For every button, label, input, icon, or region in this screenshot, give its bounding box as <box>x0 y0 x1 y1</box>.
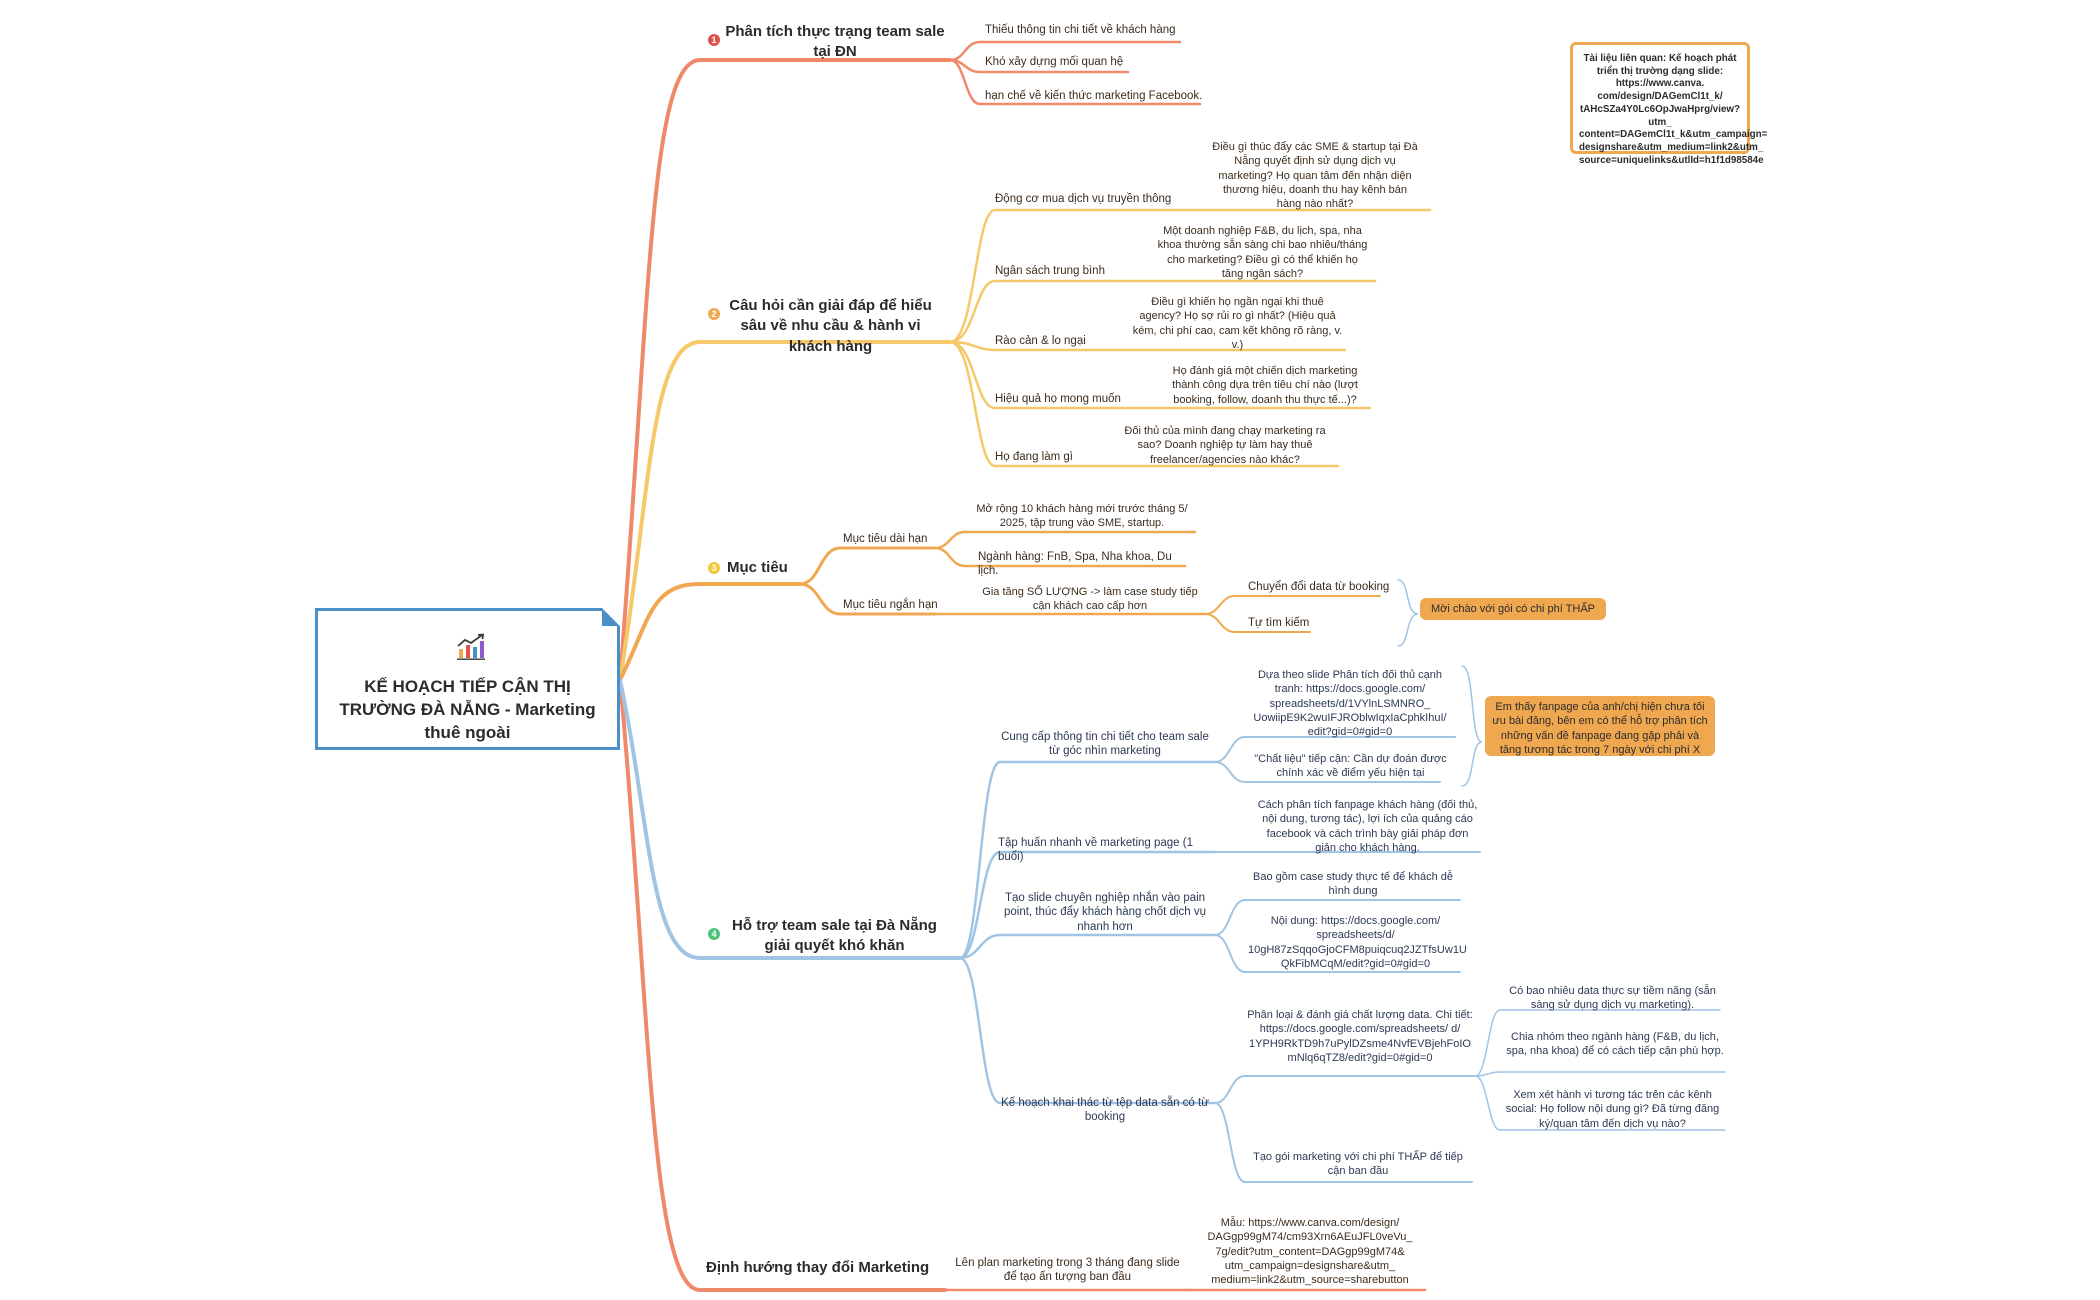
branch4-subitem: Nội dung: https://docs.google.com/ sprea… <box>1248 915 1467 970</box>
branch4-subitem-child: Chia nhóm theo ngành hàng (F&B, du lịch,… <box>1506 1031 1724 1058</box>
branch5-item[interactable]: Lên plan marketing trong 3 tháng đang sl… <box>955 1257 1180 1284</box>
branch2-item-detail: Điều gì khiến họ ngần ngại khi thuê agen… <box>1132 296 1343 351</box>
branch2-item-detail: Họ đánh giá một chiến dịch marketing thà… <box>1172 365 1358 406</box>
branch4-subitem: Bao gồm case study thực tế để khách dễ h… <box>1253 871 1453 898</box>
branch1-number-badge: 1 <box>708 34 720 46</box>
branch3-short-term-label[interactable]: Mục tiêu ngắn hạn <box>843 599 938 611</box>
branch1-item[interactable]: Khó xây dựng mối quan hệ <box>985 56 1124 68</box>
branch3-long-term-item: Ngành hàng: FnB, Spa, Nha khoa, Du lịch. <box>978 551 1172 578</box>
branch2-item-label[interactable]: Họ đang làm gì <box>995 451 1073 463</box>
branch3-short-term-item: Gia tăng SỐ LƯỢNG -> làm case study tiếp… <box>982 586 1198 613</box>
branch3-short-term-subitem[interactable]: Chuyển đổi data từ booking <box>1248 581 1390 593</box>
branch2-item-label[interactable]: Hiệu quả họ mong muốn <box>995 393 1121 405</box>
branch1-title[interactable]: Phân tích thực trạng team sale tại ĐN <box>725 23 945 61</box>
branch4-callout[interactable]: Em thấy fanpage của anh/chị hiện chưa tố… <box>1485 696 1715 756</box>
branch3-number-badge: 3 <box>708 562 720 574</box>
branch4-title[interactable]: Hỗ trợ team sale tại Đà Nẵng giải quyết … <box>732 917 937 955</box>
branch3-long-term-label[interactable]: Mục tiêu dài hạn <box>843 533 928 545</box>
connector-branch4 <box>618 678 962 960</box>
branch4-item-label[interactable]: Cung cấp thông tin chi tiết cho team sal… <box>1001 731 1209 758</box>
branch4-subitem: Tạo gói marketing với chi phí THẤP để ti… <box>1253 1151 1463 1178</box>
branch1-item[interactable]: hạn chế về kiến thức marketing Facebook. <box>985 90 1203 102</box>
branch4-item-label[interactable]: Kế hoạch khai thác từ tệp data sẵn có từ… <box>1001 1097 1209 1124</box>
branch2-item-label[interactable]: Rào cản & lo ngại <box>995 335 1086 347</box>
branch4-item-detail: Cách phân tích fanpage khách hàng (đối t… <box>1257 799 1478 854</box>
branch2-item-detail: Một doanh nghiệp F&B, du lịch, spa, nha … <box>1157 225 1368 280</box>
branch3-short-term-subitem[interactable]: Tự tìm kiếm <box>1248 617 1310 629</box>
branch4-subitem: "Chất liệu" tiếp cận: Cần dự đoán được c… <box>1254 753 1447 780</box>
branch2-item-detail: Điều gì thúc đẩy các SME & startup tại Đ… <box>1212 141 1418 211</box>
chart-growth-icon <box>457 633 485 660</box>
branch2-item-detail: Đối thủ của mình đang chạy marketing ra … <box>1124 425 1326 466</box>
branch4-subitem-child: Xem xét hành vi tương tác trên các kênh … <box>1505 1089 1720 1130</box>
connector-branch3 <box>618 582 802 682</box>
branch4-subitem: Dựa theo slide Phân tích đối thủ cạnh tr… <box>1253 669 1447 739</box>
branch2-item-label[interactable]: Ngân sách trung bình <box>995 265 1105 277</box>
branch2-number-badge: 2 <box>708 308 720 320</box>
root-node[interactable]: KẾ HOẠCH TIẾP CẬN THỊ TRƯỜNG ĐÀ NẴNG - M… <box>315 608 620 750</box>
branch5-detail: Mẫu: https://www.canva.com/design/ DAGgp… <box>1207 1217 1413 1287</box>
branch4-item-label[interactable]: Tạo slide chuyên nghiệp nhắn vào pain po… <box>1003 892 1207 933</box>
branch3-title[interactable]: Mục tiêu <box>727 559 788 576</box>
branch2-title[interactable]: Câu hỏi cần giải đáp để hiểu sâu về nhu … <box>729 297 932 355</box>
branch3-callout[interactable]: Mời chào với gói có chi phí THẤP <box>1420 598 1606 620</box>
root-fold-corner <box>602 608 620 626</box>
branch4-subitem: Phân loại & đánh giá chất lượng data. Ch… <box>1247 1009 1473 1064</box>
reference-note[interactable]: Tài liệu liên quan: Kế hoạch phát triển … <box>1570 42 1767 166</box>
branch4-subitem-child: Có bao nhiêu data thực sự tiềm năng (sẵn… <box>1509 985 1716 1012</box>
connector-branch5 <box>618 678 947 1292</box>
branch1-item[interactable]: Thiếu thông tin chi tiết về khách hàng <box>985 24 1176 36</box>
branch5-title[interactable]: Định hướng thay đổi Marketing <box>706 1259 930 1276</box>
connector-branch1 <box>618 58 952 682</box>
branch4-item-label[interactable]: Tập huấn nhanh về marketing page (1 buổi… <box>998 837 1193 864</box>
branch3-long-term-item: Mở rộng 10 khách hàng mới trước tháng 5/… <box>976 503 1188 530</box>
root-title: KẾ HOẠCH TIẾP CẬN THỊ TRƯỜNG ĐÀ NẴNG - M… <box>339 677 596 742</box>
connector-branch2 <box>618 340 952 682</box>
branch2-item-label[interactable]: Động cơ mua dịch vụ truyền thông <box>995 193 1172 205</box>
branch4-number-badge: 4 <box>708 928 720 940</box>
